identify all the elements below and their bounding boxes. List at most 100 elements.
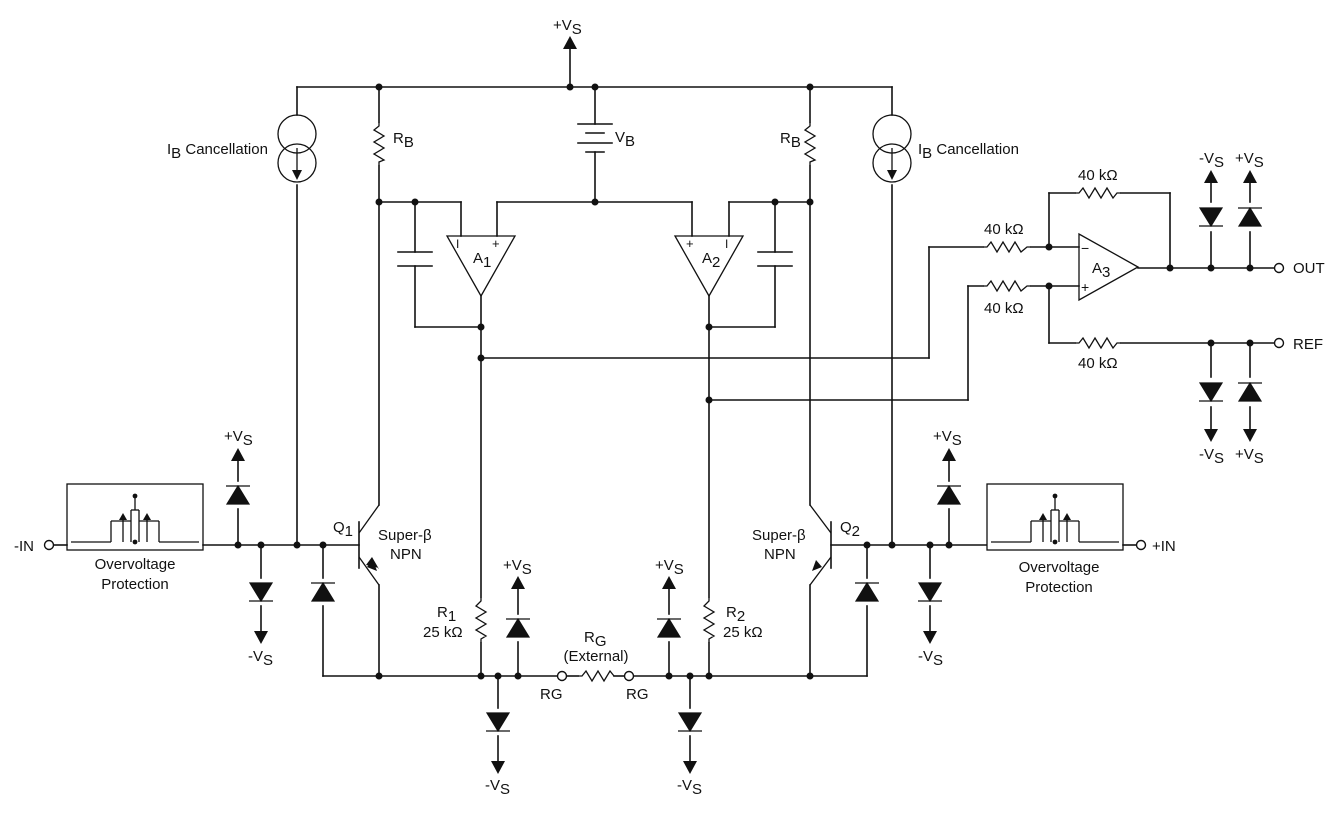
arrow-down-icon (923, 631, 937, 644)
q2-label: Q2 (840, 519, 860, 540)
capacitors (397, 251, 793, 267)
opamp-a2 (673, 235, 745, 298)
arrow-up-icon (942, 448, 956, 461)
ib-cancellation-left-label: IB Cancellation (167, 141, 268, 162)
a3-label: A3 (1092, 260, 1110, 281)
rg-pin-right-label: RG (626, 686, 649, 703)
a2-i-mark: I (725, 237, 728, 251)
transistor-q1 (358, 504, 380, 586)
in-pos-terminal (1135, 539, 1147, 551)
vb-battery-icon (577, 123, 613, 153)
r-feedback-value: 40 kΩ (1078, 167, 1118, 184)
arrow-up-icon (1204, 170, 1218, 183)
vs-label-out-pos: +VS (1235, 150, 1264, 171)
arrow-up-icon (1243, 170, 1257, 183)
q1-label: Q1 (333, 519, 353, 540)
r1-resistor (474, 597, 488, 643)
r1-label: R1 (437, 604, 456, 625)
vs-label-out-neg: -VS (1199, 150, 1224, 171)
r-ref-resistor (1075, 336, 1121, 350)
r-feedback-resistor (1075, 186, 1121, 200)
rg-pin-left (556, 670, 568, 682)
q2-type-line2: NPN (764, 546, 796, 563)
vs-label-bottom-right-neg: -VS (677, 777, 702, 798)
protection-diodes (225, 207, 1263, 732)
arrow-up-icon (511, 576, 525, 589)
rb-left-label: RB (393, 130, 414, 151)
arrow-down-icon (683, 761, 697, 774)
in-neg-terminal (43, 539, 55, 551)
terminals (43, 262, 1285, 682)
arrow-down-icon (1204, 429, 1218, 442)
vs-label-top: +VS (553, 17, 582, 38)
arrow-down-icon (491, 761, 505, 774)
ovp-right-line2: Protection (1025, 579, 1093, 596)
rg-label: RG (584, 629, 607, 650)
r-in-plus-value: 40 kΩ (984, 300, 1024, 317)
labels: +VS VB RB RB IB Cancellation IB Cancella… (14, 17, 1325, 798)
a1-plus-mark: + (492, 236, 500, 251)
a3-minus-mark: − (1081, 240, 1089, 256)
rb-right-resistor (803, 122, 817, 166)
top-vs-arrow-icon (563, 36, 577, 49)
rb-right-label: RB (780, 130, 801, 151)
r-in-minus-value: 40 kΩ (984, 221, 1024, 238)
in-neg-label: -IN (14, 538, 34, 555)
ib-cancellation-source-right (872, 114, 912, 183)
r-in-plus-resistor (983, 279, 1031, 293)
current-arrow-icon (887, 170, 897, 180)
rg-external-label: (External) (563, 648, 628, 665)
a2-label: A2 (702, 250, 720, 271)
vs-label-ref-neg: -VS (1199, 446, 1224, 467)
q1-type-line2: NPN (390, 546, 422, 563)
vb-label: VB (615, 129, 635, 150)
out-terminal (1273, 262, 1285, 274)
arrow-up-icon (662, 576, 676, 589)
resistors (372, 122, 1121, 683)
vs-label-left-pos: +VS (224, 428, 253, 449)
in-pos-label: +IN (1152, 538, 1176, 555)
vs-label-ref-pos: +VS (1235, 446, 1264, 467)
arrow-up-icon (231, 448, 245, 461)
emitter-arrow-icon (812, 560, 822, 571)
ib-cancellation-right-label: IB Cancellation (918, 141, 1019, 162)
a2-plus-mark: + (686, 236, 694, 251)
r1-value: 25 kΩ (423, 624, 463, 641)
r-ref-value: 40 kΩ (1078, 355, 1118, 372)
opamp-a1 (445, 235, 517, 298)
r2-value: 25 kΩ (723, 624, 763, 641)
ovp-left-line2: Protection (101, 576, 169, 593)
vs-label-left-neg: -VS (248, 648, 273, 669)
transistor-q2 (809, 504, 832, 586)
vs-label-r2-pos: +VS (655, 557, 684, 578)
a1-label: A1 (473, 250, 491, 271)
ref-terminal (1273, 337, 1285, 349)
vs-label-right-neg: -VS (918, 648, 943, 669)
ref-label: REF (1293, 336, 1323, 353)
supply-arrows (231, 36, 1257, 774)
r2-resistor (702, 597, 716, 643)
opamp-a3 (1078, 232, 1140, 302)
rg-pin-left-label: RG (540, 686, 563, 703)
r2-label: R2 (726, 604, 745, 625)
junction-dots (234, 83, 1254, 680)
vs-label-r1-pos: +VS (503, 557, 532, 578)
ovp-left-line1: Overvoltage (95, 556, 176, 573)
q2-type-line1: Super-β (752, 527, 806, 544)
r-in-minus-resistor (983, 240, 1031, 254)
arrow-down-icon (1243, 429, 1257, 442)
out-label: OUT (1293, 260, 1325, 277)
arrow-down-icon (254, 631, 268, 644)
a1-i-mark: I (456, 237, 459, 251)
rg-pin-right (623, 670, 635, 682)
overvoltage-protection-right (986, 483, 1124, 551)
overvoltage-protection-left (66, 483, 204, 551)
q1-type-line1: Super-β (378, 527, 432, 544)
current-arrow-icon (292, 170, 302, 180)
vs-label-right-pos: +VS (933, 428, 962, 449)
ib-cancellation-source-left (277, 114, 317, 183)
ovp-right-line1: Overvoltage (1019, 559, 1100, 576)
rb-left-resistor (372, 122, 386, 166)
a3-plus-mark: + (1081, 279, 1089, 295)
